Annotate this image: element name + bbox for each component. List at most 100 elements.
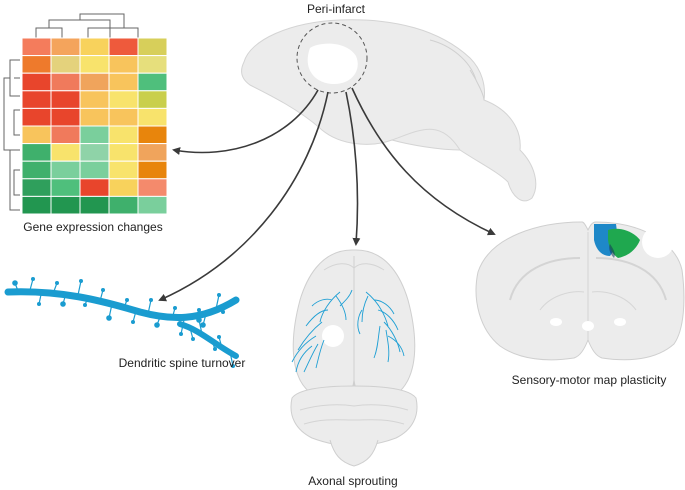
spine-head bbox=[217, 293, 221, 297]
axon-sprouts bbox=[291, 289, 405, 373]
spine-head bbox=[217, 335, 221, 339]
heatmap-cell bbox=[79, 143, 110, 162]
heatmap-cell bbox=[21, 178, 52, 197]
spine-head bbox=[83, 303, 87, 307]
spine-head bbox=[213, 347, 217, 351]
arrow-to-map-plasticity bbox=[351, 87, 496, 236]
heatmap-cell bbox=[50, 125, 81, 145]
heatmap-cell bbox=[108, 125, 139, 145]
heatmap-cell bbox=[50, 37, 81, 57]
heatmap-cell bbox=[137, 125, 168, 145]
spine-neck bbox=[180, 319, 185, 335]
heatmap-cell bbox=[108, 143, 139, 162]
heatmap-cell bbox=[108, 107, 139, 127]
spine-neck bbox=[38, 289, 43, 305]
spine-head bbox=[31, 277, 35, 281]
heatmap-column-dendrogram bbox=[35, 13, 139, 38]
spine-head bbox=[191, 337, 195, 341]
map-green-region bbox=[608, 228, 640, 258]
heatmap-cell bbox=[50, 160, 81, 180]
heatmap-cell bbox=[79, 160, 110, 180]
spine-neck bbox=[229, 351, 234, 367]
heatmap-cell bbox=[137, 72, 168, 92]
spine-head bbox=[200, 322, 206, 328]
heatmap-cell bbox=[21, 125, 52, 145]
spine-head bbox=[221, 310, 225, 314]
heatmap-cell bbox=[21, 37, 52, 57]
spine-head bbox=[12, 280, 18, 286]
peri-infarct-label: Peri-infarct bbox=[307, 2, 366, 16]
spine-head bbox=[37, 302, 41, 306]
heatmap-cell bbox=[21, 195, 52, 215]
heatmap-cell bbox=[21, 90, 52, 109]
heatmap-cell bbox=[79, 107, 110, 127]
spine-head bbox=[196, 317, 202, 323]
heatmap-cell bbox=[21, 143, 52, 162]
spine-neck bbox=[77, 280, 82, 296]
heatmap-cell bbox=[79, 72, 110, 92]
heatmap-cell bbox=[137, 90, 168, 109]
heatmap-row-dendrogram bbox=[3, 59, 20, 211]
dendritic-spine-label: Dendritic spine turnover bbox=[119, 356, 246, 370]
heatmap-cell bbox=[50, 90, 81, 109]
gene-expression-label: Gene expression changes bbox=[23, 220, 162, 234]
spine-head bbox=[79, 279, 83, 283]
dorsal-brain bbox=[290, 249, 418, 467]
peri-infarct-region bbox=[296, 22, 368, 94]
spine-head bbox=[197, 308, 201, 312]
heatmap-cell bbox=[108, 72, 139, 92]
heatmap-cell bbox=[50, 107, 81, 127]
spine-head bbox=[231, 364, 235, 368]
heatmap-cell bbox=[50, 72, 81, 92]
heatmap-cell bbox=[21, 107, 52, 127]
heatmap-cell bbox=[108, 195, 139, 215]
heatmap-cell bbox=[21, 55, 52, 74]
heatmap-cell bbox=[79, 125, 110, 145]
spine-neck bbox=[147, 299, 152, 315]
heatmap-cell bbox=[108, 160, 139, 180]
spine-head bbox=[101, 288, 105, 292]
arrow-to-gene-expression bbox=[172, 89, 319, 155]
heatmap-cell bbox=[137, 160, 168, 180]
arrow-to-dendritic-spine bbox=[158, 91, 329, 302]
heatmap-cell bbox=[108, 178, 139, 197]
dendritic-spines bbox=[12, 277, 235, 368]
heatmap-cells bbox=[21, 37, 168, 215]
spine-head bbox=[60, 301, 66, 307]
gene-expression-heatmap bbox=[3, 13, 168, 215]
spine-head bbox=[55, 281, 59, 285]
heatmap-cell bbox=[21, 72, 52, 92]
arrow-to-axonal-sprouting bbox=[345, 91, 361, 246]
heatmap-cell bbox=[137, 178, 168, 197]
heatmap-cell bbox=[79, 55, 110, 74]
coronal-brain-section bbox=[475, 221, 685, 361]
heatmap-cell bbox=[137, 143, 168, 162]
spine-head bbox=[131, 320, 135, 324]
heatmap-cell bbox=[79, 178, 110, 197]
heatmap-cell bbox=[21, 160, 52, 180]
sensory-motor-label: Sensory-motor map plasticity bbox=[512, 373, 667, 387]
heatmap-cell bbox=[137, 37, 168, 57]
spine-head bbox=[106, 315, 112, 321]
heatmap-cell bbox=[137, 55, 168, 74]
heatmap-cell bbox=[50, 178, 81, 197]
heatmap-cell bbox=[137, 107, 168, 127]
heatmap-cell bbox=[79, 90, 110, 109]
spine-head bbox=[173, 306, 177, 310]
dendrite bbox=[4, 277, 240, 368]
spine-head bbox=[179, 332, 183, 336]
spine-head bbox=[154, 322, 160, 328]
heatmap-cell bbox=[108, 55, 139, 74]
heatmap-cell bbox=[79, 195, 110, 215]
heatmap-cell bbox=[50, 55, 81, 74]
heatmap-cell bbox=[79, 37, 110, 57]
sagittal-brain bbox=[241, 19, 537, 202]
heatmap-cell bbox=[108, 37, 139, 57]
heatmap-cell bbox=[50, 143, 81, 162]
arrows bbox=[158, 87, 496, 302]
heatmap-cell bbox=[137, 195, 168, 215]
spine-head bbox=[149, 298, 153, 302]
heatmap-cell bbox=[108, 90, 139, 109]
heatmap-cell bbox=[50, 195, 81, 215]
